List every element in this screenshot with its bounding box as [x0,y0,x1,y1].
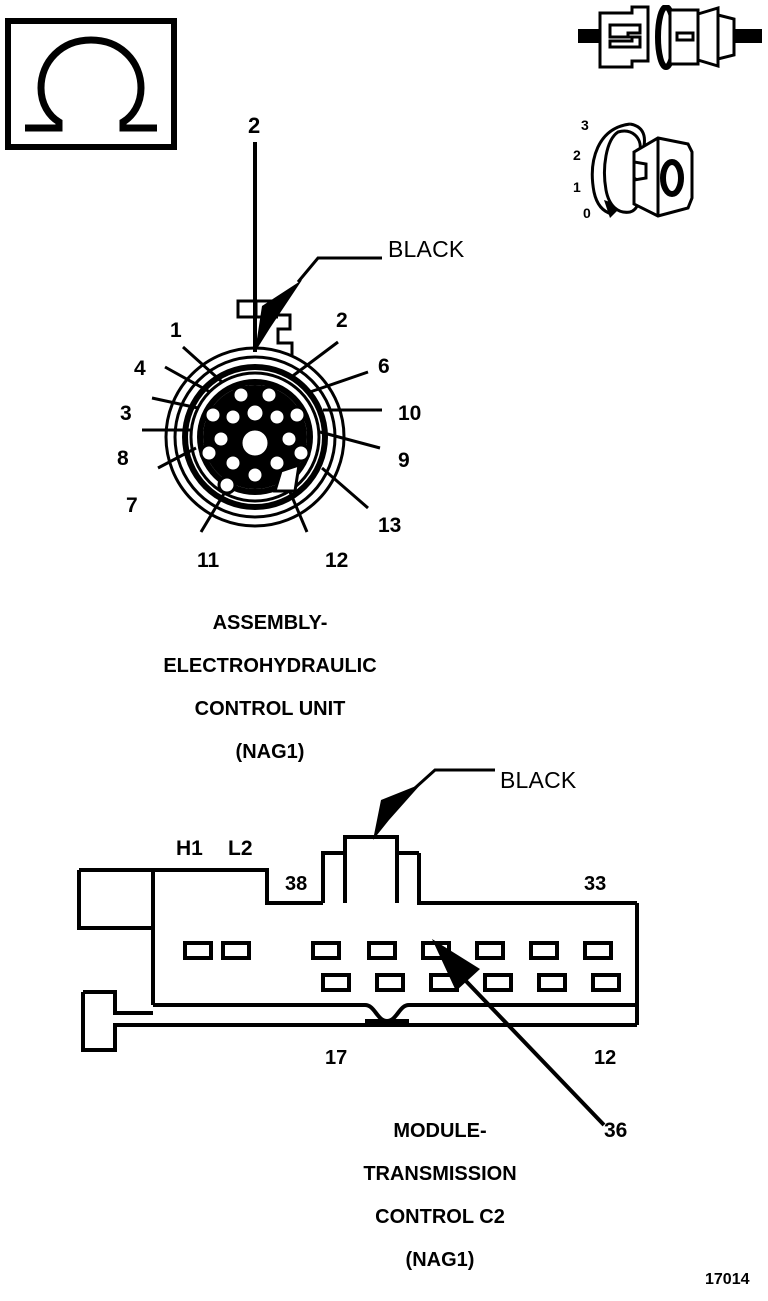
pin-label-2: 2 [336,309,348,332]
rect-caption-line-1: MODULE- [393,1120,487,1142]
rect-connector-caption: MODULE- TRANSMISSION CONTROL C2 (NAG1) [160,1120,720,1272]
label-12: 12 [594,1047,617,1069]
callout-label-36: 36 [604,1119,628,1142]
rect-caption-line-3: CONTROL C2 [375,1206,505,1228]
key-position-3: 3 [581,117,589,133]
pin-label-3: 3 [120,402,132,425]
pin-label-8: 8 [117,447,129,470]
caption-line-2: ELECTROHYDRAULIC [163,655,377,677]
caption-line-1: ASSEMBLY- [212,612,328,634]
pin-label-7: 7 [126,494,138,517]
pin-label-13: 13 [378,514,402,537]
round-connector-caption: ASSEMBLY- ELECTROHYDRAULIC CONTROL UNIT … [0,612,540,764]
key-position-1: 1 [573,179,581,195]
key-position-2: 2 [573,147,581,163]
wire-label-2: 2 [248,113,261,138]
caption-line-4: (NAG1) [235,741,305,763]
black-label-rect: BLACK [500,767,577,793]
pin-label-9: 9 [398,449,410,472]
connector-keying-tab [236,297,308,367]
pin-label-10: 10 [398,402,422,425]
pin-label-4: 4 [134,357,146,380]
label-38: 38 [285,873,308,895]
round-connector-face [163,345,347,529]
label-17: 17 [325,1047,348,1069]
label-33: 33 [584,873,607,895]
inline-connector-icon [578,5,764,73]
black-label-round: BLACK [388,236,465,262]
callout-36-arrow [412,925,632,1135]
pin-label-1: 1 [170,319,182,342]
pin-label-11: 11 [197,549,220,572]
pin-label-6: 6 [378,355,390,378]
caption-line-3: CONTROL UNIT [194,698,346,720]
rect-caption-line-2: TRANSMISSION [363,1163,517,1185]
label-l2: L2 [228,837,253,860]
label-h1: H1 [176,837,203,860]
round-connector-leaders [110,320,440,570]
pin-label-12: 12 [325,549,349,572]
ohm-symbol-box [5,18,177,150]
key-position-0: 0 [583,205,591,221]
ignition-key-switch [572,112,702,230]
figure-id: 17014 [705,1271,750,1288]
rect-caption-line-4: (NAG1) [405,1249,475,1271]
rect-connector-black-callout [345,758,505,848]
